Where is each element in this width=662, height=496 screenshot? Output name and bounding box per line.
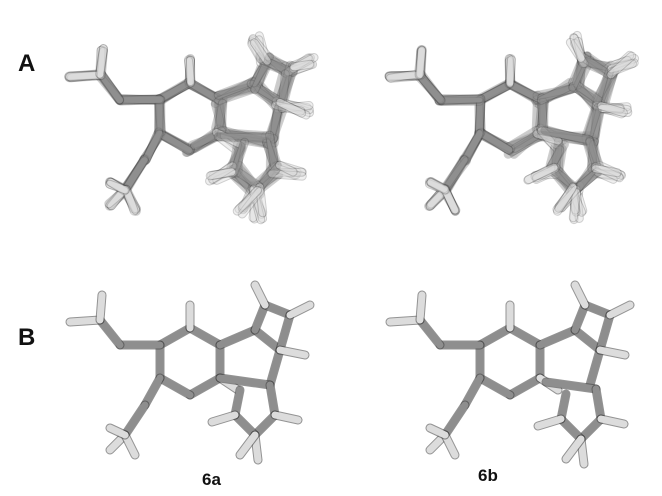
compound-label-6a: 6a bbox=[202, 470, 221, 489]
conformer-ensemble-6b bbox=[384, 30, 640, 225]
panel-label-a: A bbox=[18, 50, 36, 77]
molecule-structure-6a bbox=[65, 280, 315, 465]
molecule-structure-6b bbox=[385, 280, 635, 469]
conformer-ensemble-6a bbox=[64, 31, 319, 225]
compound-label-6b: 6b bbox=[478, 466, 498, 485]
panel-label-b: B bbox=[18, 324, 36, 351]
